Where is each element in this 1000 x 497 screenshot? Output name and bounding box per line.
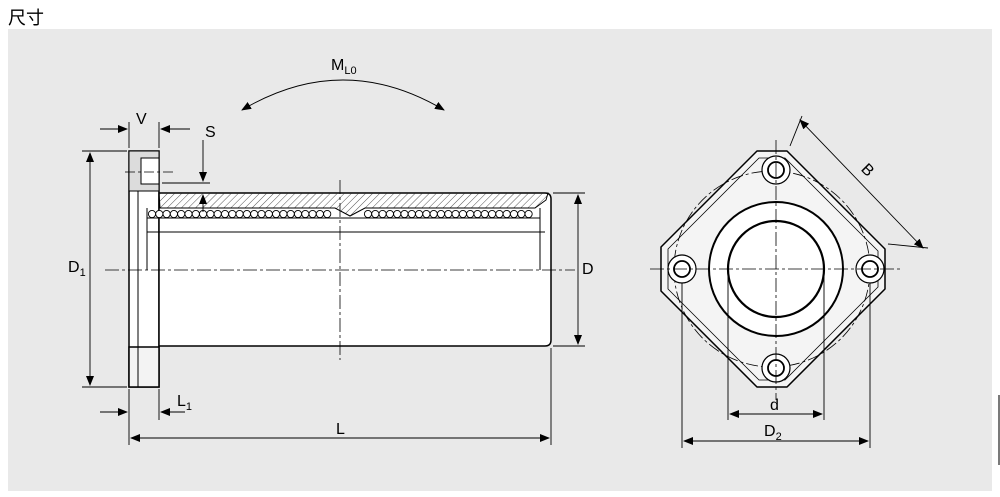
ball — [279, 209, 288, 219]
ball — [315, 209, 324, 219]
ball — [480, 209, 489, 219]
front-dimensions — [681, 115, 929, 448]
ball — [323, 209, 332, 219]
ball — [206, 209, 215, 219]
ball — [371, 209, 380, 219]
ball — [162, 209, 171, 219]
ball — [378, 209, 387, 219]
ball — [517, 209, 526, 219]
ball — [184, 209, 193, 219]
ball — [400, 209, 409, 219]
d1-label: D1 — [68, 259, 86, 279]
ball — [264, 209, 273, 219]
v-label: V — [136, 111, 147, 128]
ball — [242, 209, 251, 219]
front-view — [650, 140, 900, 400]
ball — [488, 209, 497, 219]
ball — [286, 209, 295, 219]
ball — [272, 209, 281, 219]
ball — [257, 209, 266, 219]
ball-row — [147, 209, 533, 219]
ball — [444, 209, 453, 219]
ball — [458, 209, 467, 219]
page-title: 尺寸 — [8, 8, 44, 29]
ball — [466, 209, 475, 219]
ball — [524, 209, 533, 219]
ball — [436, 209, 446, 219]
ball — [473, 209, 482, 219]
d-label: D — [582, 261, 594, 278]
ball — [385, 209, 394, 219]
ball — [429, 209, 438, 219]
ball — [293, 209, 303, 219]
ball — [363, 209, 373, 219]
side-dimensions — [82, 79, 585, 445]
scroll-edge-mark — [998, 395, 1000, 465]
ball — [509, 209, 519, 219]
ball — [415, 209, 424, 219]
b-label: B — [857, 161, 877, 181]
ball — [169, 209, 178, 219]
ball — [177, 209, 186, 219]
ball — [301, 209, 310, 219]
ball — [407, 209, 416, 219]
ball — [393, 209, 402, 219]
d2-label: D2 — [764, 423, 782, 443]
l1-label: L1 — [177, 393, 192, 413]
ball — [228, 209, 237, 219]
ball — [147, 209, 157, 219]
l-label: L — [336, 421, 345, 438]
ball — [220, 209, 230, 219]
ball — [495, 209, 504, 219]
moment-label: ML0 — [331, 57, 357, 77]
ball — [250, 209, 259, 219]
ball — [191, 209, 200, 219]
housing-wall-hatch — [158, 192, 549, 217]
ball — [155, 209, 164, 219]
ball — [422, 209, 431, 219]
ball — [451, 209, 460, 219]
side-view — [105, 150, 575, 388]
bore-label: d — [770, 397, 779, 414]
ball — [502, 209, 511, 219]
ball — [308, 209, 317, 219]
ball — [235, 209, 244, 219]
s-label: S — [205, 124, 216, 141]
ball — [213, 209, 222, 219]
